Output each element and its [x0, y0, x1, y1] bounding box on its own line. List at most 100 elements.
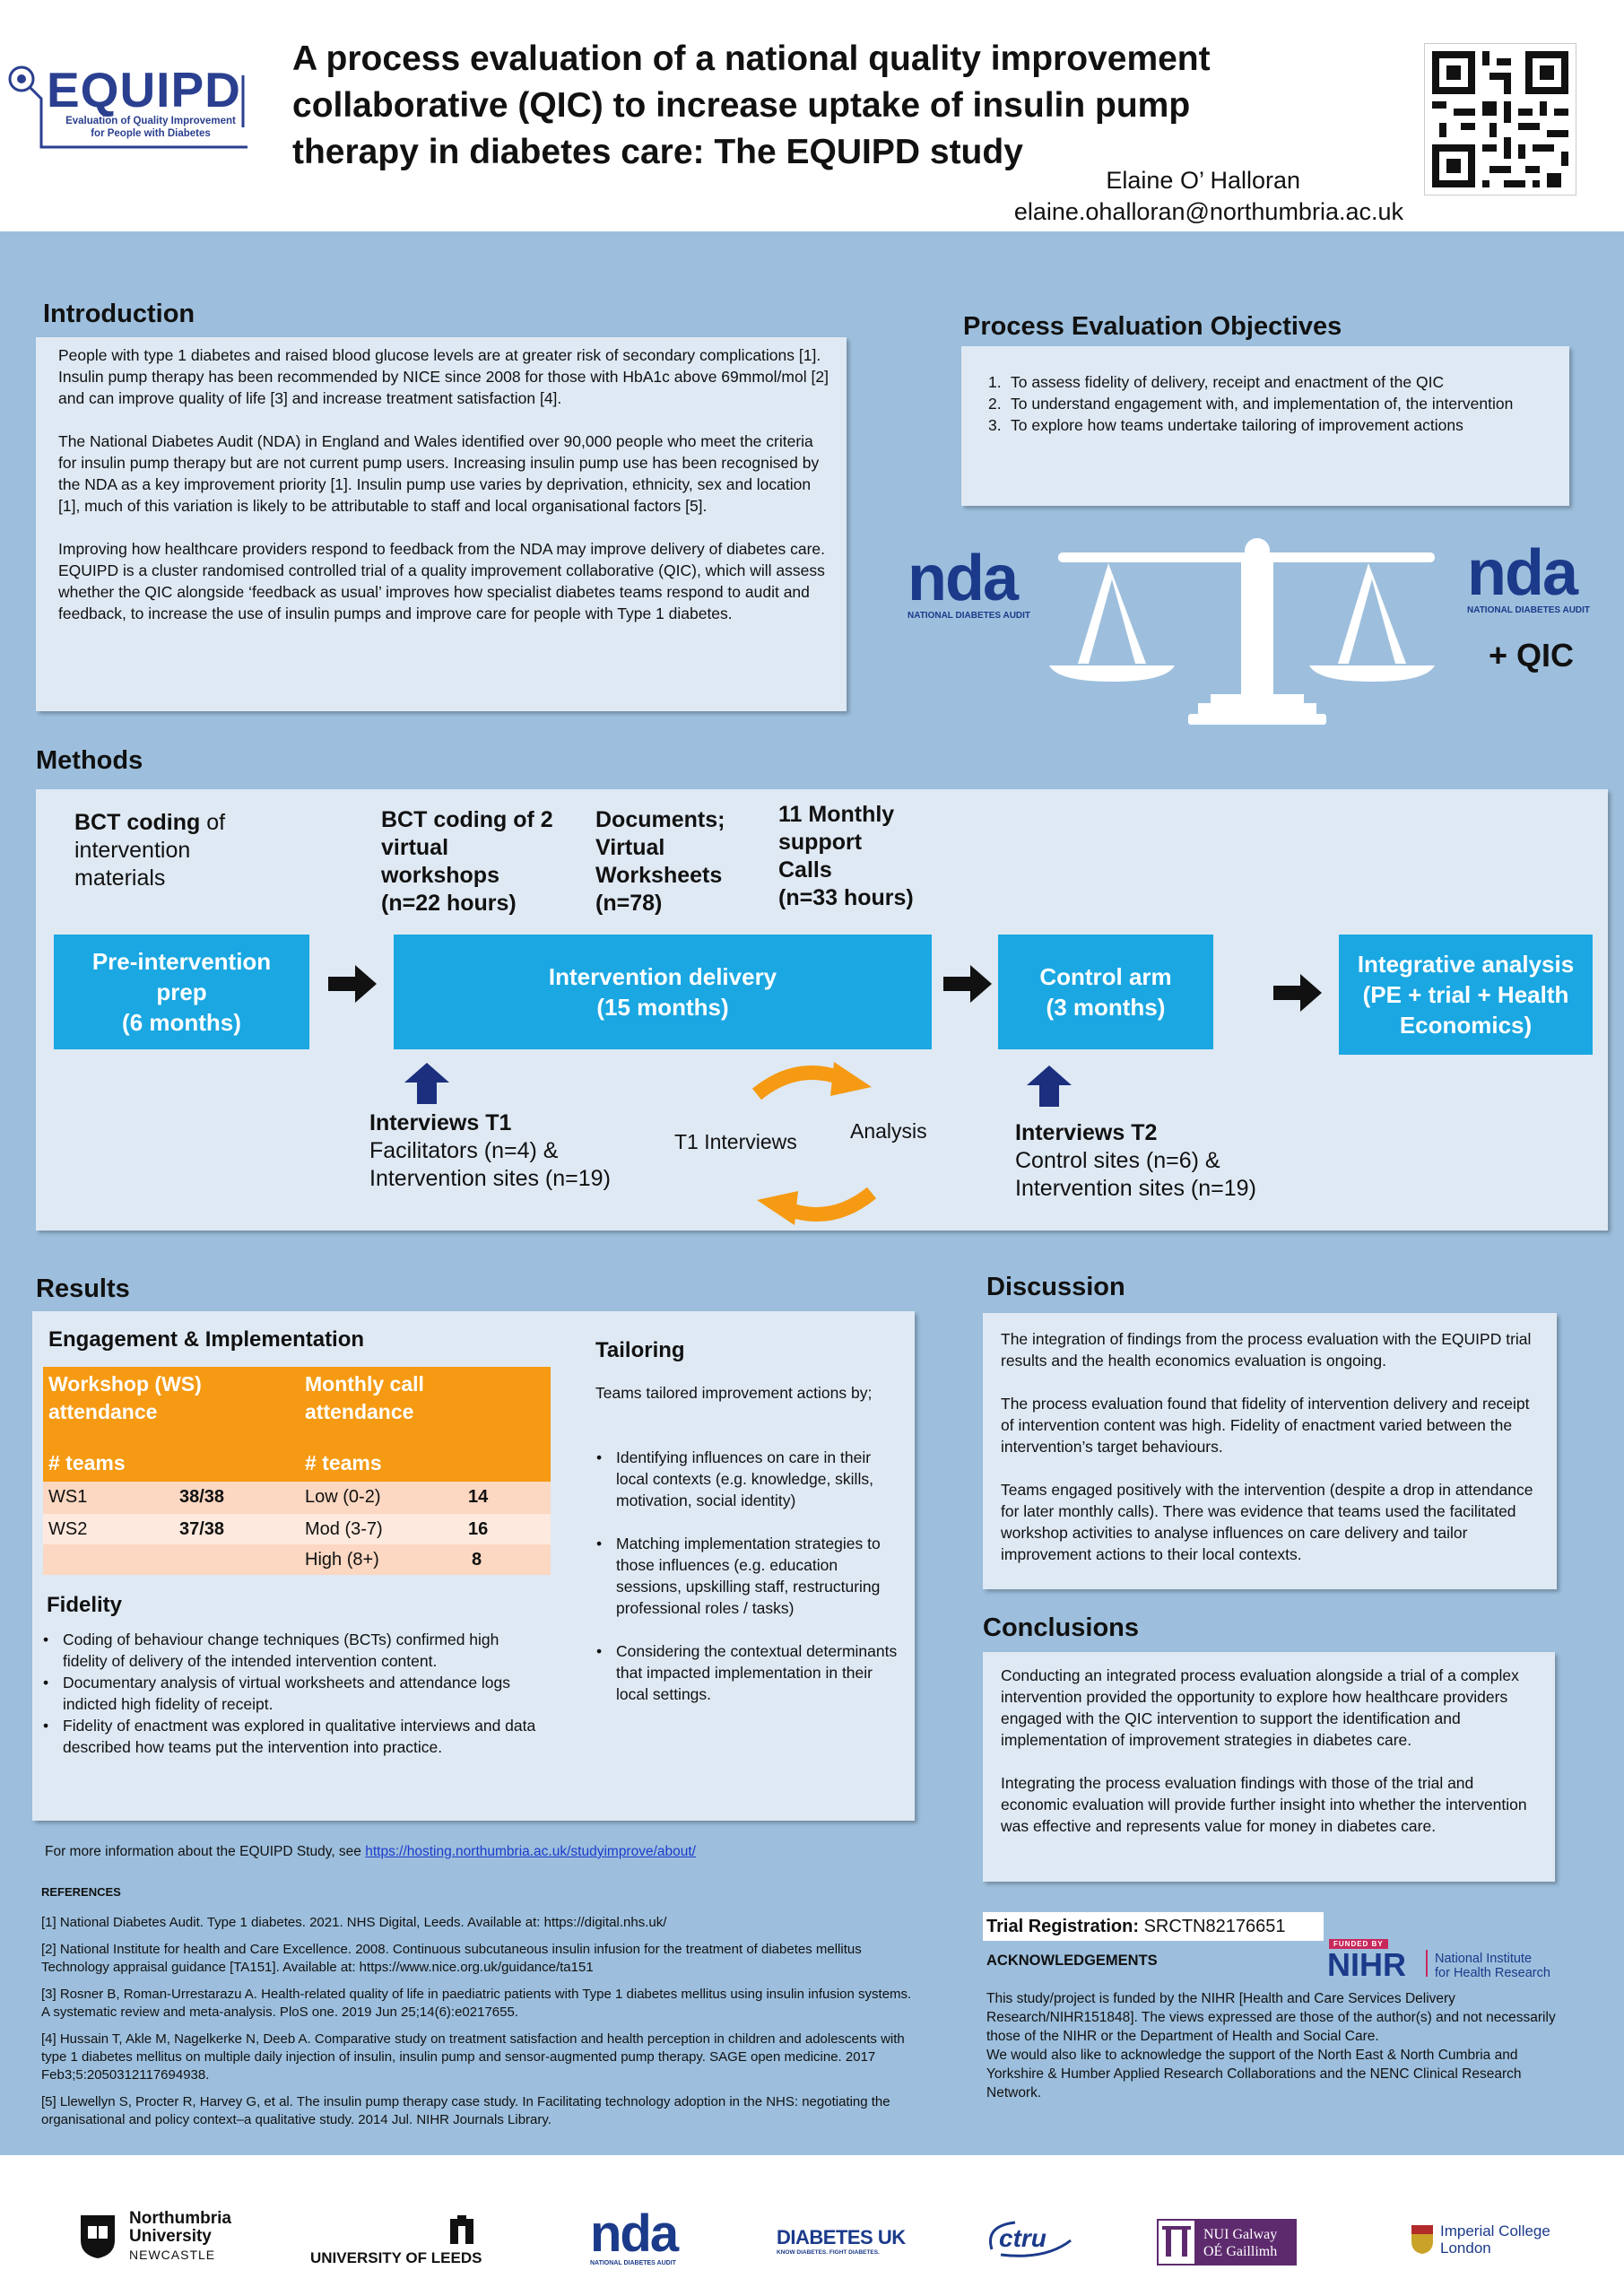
call-row-value: 14	[468, 1487, 489, 1507]
interviews-t2: Interviews T2 Control sites (n=6) & Inte…	[1015, 1119, 1284, 1203]
cycle-label-t1-interviews: T1 Interviews	[674, 1130, 797, 1153]
arrow-right-icon	[943, 965, 992, 1003]
title-line-2: collaborative (QIC) to increase uptake o…	[292, 86, 1191, 125]
arrow-right-icon	[1273, 974, 1322, 1012]
results-heading: Results	[36, 1274, 130, 1303]
leeds-text: UNIVERSITY OF LEEDS	[310, 2249, 482, 2266]
northumbria-logo: Northumbria University NEWCASTLE	[79, 2210, 231, 2264]
nda-logo-right: nda NATIONAL DIABETES AUDIT	[1467, 541, 1615, 631]
objectives-box: 1. To assess fidelity of delivery, receip…	[961, 346, 1569, 506]
ctru-logo: ctru	[983, 2219, 1076, 2258]
qic-label: + QIC	[1489, 637, 1575, 674]
nda-logo-subtext: NATIONAL DIABETES AUDIT	[908, 611, 1031, 621]
intro-paragraph-3: Improving how healthcare providers respo…	[58, 540, 826, 622]
call-row-value: 8	[472, 1550, 482, 1570]
method-label-calls: 11 Monthly support Calls (n=33 hours)	[778, 801, 958, 912]
nda-logo-text: nda	[908, 543, 1019, 614]
label-line: Worksheets	[595, 863, 723, 888]
imperial-logo: Imperial College London	[1410, 2222, 1550, 2257]
arrow-up-icon	[1027, 1065, 1072, 1107]
label-line: Virtual	[595, 835, 665, 860]
intro-paragraph-1: People with type 1 diabetes and raised b…	[58, 346, 829, 407]
northumbria-text: Northumbria University NEWCASTLE	[129, 2210, 231, 2264]
label-line: 11 Monthly	[778, 802, 895, 827]
label-line: BCT coding of 2	[381, 807, 553, 832]
table-row	[43, 1482, 551, 1514]
title-line-3: therapy in diabetes care: The EQUIPD stu…	[292, 133, 1023, 171]
nihr-divider	[1426, 1950, 1428, 1977]
tailoring-intro: Teams tailored improvement actions by;	[595, 1384, 873, 1402]
nihr-text: National Institute for Health Research	[1435, 1952, 1550, 1980]
ws-row-value: 37/38	[179, 1519, 225, 1539]
flow-line: Intervention delivery	[548, 963, 777, 990]
label-line: materials	[74, 865, 166, 891]
label-line: Documents;	[595, 807, 725, 832]
leeds-logo: UNIVERSITY OF LEEDS	[310, 2215, 490, 2269]
tailoring-item: Identifying influences on care in their …	[593, 1447, 907, 1511]
galway-text: NUI Galway OÉ Gaillimh	[1203, 2226, 1277, 2260]
flow-line: Control arm	[1039, 963, 1172, 990]
galway-line: OÉ Gaillimh	[1203, 2244, 1278, 2259]
imperial-text: Imperial College London	[1440, 2222, 1550, 2257]
more-info-link[interactable]: https://hosting.northumbria.ac.uk/studyi…	[365, 1844, 696, 1859]
objectives-heading: Process Evaluation Objectives	[963, 312, 1342, 341]
diabetes-uk-logo: DIABETES UK KNOW DIABETES. FIGHT DIABETE…	[777, 2226, 911, 2256]
equipd-logo-graphic	[8, 65, 249, 149]
objective-text: To assess fidelity of delivery, receipt …	[1011, 373, 1445, 391]
method-label-bct-materials: BCT coding of intervention materials	[74, 809, 272, 892]
equipd-logo: EQUIPD Evaluation of Quality Improvement…	[5, 57, 249, 152]
objectives-list: 1. To assess fidelity of delivery, receip…	[979, 371, 1551, 436]
objective-number: 1.	[988, 373, 1002, 391]
poster-title: A process evaluation of a national quali…	[292, 36, 1324, 176]
header-line: attendance	[305, 1400, 414, 1423]
reference-item: [4] Hussain T, Akle M, Nagelkerke N, Dee…	[41, 2031, 905, 2083]
reference-item: [2] National Institute for health and Ca…	[41, 1942, 862, 1975]
fidelity-list: Coding of behaviour change techniques (B…	[39, 1629, 542, 1758]
trial-registration: Trial Registration: SRCTN82176651	[983, 1912, 1324, 1941]
equipd-logo-text: EQUIPD	[47, 62, 241, 117]
flow-box-control-arm: Control arm(3 months)	[998, 935, 1213, 1049]
nda-footer-logo: nda NATIONAL DIABETES AUDIT	[590, 2208, 707, 2273]
qr-code[interactable]	[1424, 43, 1576, 196]
flow-line: (15 months)	[596, 994, 729, 1021]
equipd-logo-subtitle: Evaluation of Quality Improvement for Pe…	[52, 115, 249, 140]
label-line: (n=33 hours)	[778, 885, 914, 910]
interviews-t1-line: Facilitators (n=4) &	[369, 1138, 559, 1163]
northumbria-crest-icon	[81, 2215, 115, 2258]
tailoring-heading: Tailoring	[595, 1338, 685, 1362]
discussion-paragraph: The process evaluation found that fideli…	[1001, 1395, 1530, 1456]
conclusions-box: Conducting an integrated process evaluat…	[983, 1652, 1555, 1882]
label-line: (n=78)	[595, 891, 663, 916]
flow-line: Economics)	[1399, 1012, 1533, 1039]
nihr-name: NIHR	[1327, 1946, 1406, 1983]
logo-sub-2: for People with Diabetes	[91, 128, 211, 139]
acknowledgements-paragraph: We would also like to acknowledge the su…	[986, 2048, 1522, 2100]
label-line: support	[778, 830, 863, 855]
imperial-crest-icon	[1411, 2225, 1433, 2254]
nihr-funded-by: FUNDED BY	[1329, 1939, 1388, 1949]
cycle-arrows-icon	[751, 1062, 877, 1225]
label-line: Calls	[778, 857, 832, 883]
nda-footer-text: nda	[590, 2205, 679, 2263]
introduction-heading: Introduction	[43, 300, 195, 328]
label-line: (n=22 hours)	[381, 891, 517, 916]
flow-box-integrative-analysis: Integrative analysis(PE + trial + Health…	[1339, 935, 1593, 1055]
reference-item: [3] Rosner B, Roman-Urrestarazu A. Healt…	[41, 1987, 912, 2020]
objective-item: 3.To explore how teams undertake tailori…	[979, 414, 1551, 436]
nda-logo-subtext: NATIONAL DIABETES AUDIT	[1467, 605, 1591, 615]
imperial-line: London	[1440, 2239, 1491, 2257]
attendance-table-header: Workshop (WS) attendance Monthly call at…	[43, 1367, 551, 1482]
flow-box-text: Integrative analysis(PE + trial + Health…	[1358, 949, 1574, 1040]
nda-logo-left: nda NATIONAL DIABETES AUDIT	[908, 543, 1055, 637]
discussion-heading: Discussion	[986, 1273, 1125, 1301]
fidelity-item: Coding of behaviour change techniques (B…	[39, 1629, 542, 1672]
flow-line: Pre-intervention	[91, 948, 272, 975]
objective-number: 2.	[988, 395, 1002, 413]
references: REFERENCES [1] National Diabetes Audit. …	[41, 1883, 920, 2138]
author-email[interactable]: elaine.ohalloran@northumbria.ac.uk	[1013, 198, 1403, 225]
table-row	[43, 1544, 551, 1575]
northumbria-line: NEWCASTLE	[129, 2248, 216, 2262]
methods-heading: Methods	[36, 746, 143, 775]
label-line: intervention	[74, 838, 191, 863]
